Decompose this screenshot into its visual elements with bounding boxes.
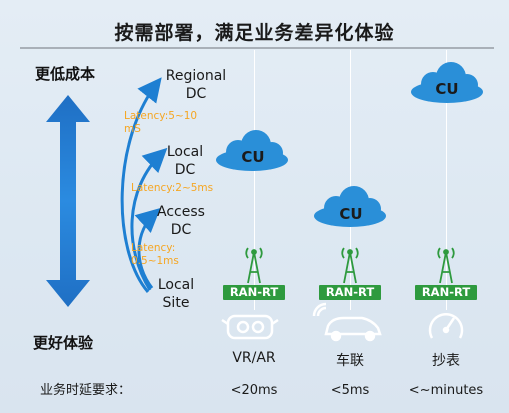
app-label-meter: 抄表 [432,353,460,369]
app-label-vr: VR/AR [232,350,276,366]
cu-label-3: CU [435,80,459,98]
ran-rt-badge-3: RAN-RT [415,285,477,300]
car-icon [312,302,382,342]
latency-access: Latency: 0.5~1ms [131,242,179,267]
ran-rt-badge-2: RAN-RT [319,285,381,300]
node-local-dc: Local DC [166,144,204,178]
node-local-site: Local Site [157,277,195,311]
antenna-icon [437,247,455,284]
node-regional-dc: Regional DC [165,68,227,102]
requirement-vr: <20ms [230,383,278,398]
antenna-icon [245,247,263,284]
curve-arrow-access [134,207,161,289]
node-access-dc: Access DC [157,204,205,238]
lower-cost-label: 更低成本 [35,65,96,83]
cloud-shape-2 [314,186,386,227]
cloud-shape-3 [411,62,483,103]
latency-requirement-label: 业务时延要求： [40,383,132,398]
app-label-car: 车联 [336,353,364,369]
title-divider [20,47,494,49]
curve-arrow-local-dc [130,147,168,291]
column-line-meter [446,50,447,310]
cu-label-2: CU [339,205,363,223]
curve-arrow-regional [120,77,162,293]
column-line-car [350,50,351,310]
cu-label-1: CU [241,148,265,166]
requirement-meter: <~minutes [408,383,484,398]
antenna-icon [341,247,359,284]
requirement-car: <5ms [330,383,370,398]
cost-experience-arrow [46,95,90,307]
latency-local-dc: Latency:2~5ms [131,182,214,194]
better-experience-label: 更好体验 [33,334,94,352]
vr-headset-icon [221,314,279,340]
latency-regional: Latency:5~10 mS [124,110,198,135]
ran-rt-badge-1: RAN-RT [223,285,285,300]
page-title: 按需部署，满足业务差异化体验 [114,22,395,44]
gauge-icon [428,313,464,339]
cloud-shape-1 [216,130,288,171]
column-line-vr [254,50,255,310]
